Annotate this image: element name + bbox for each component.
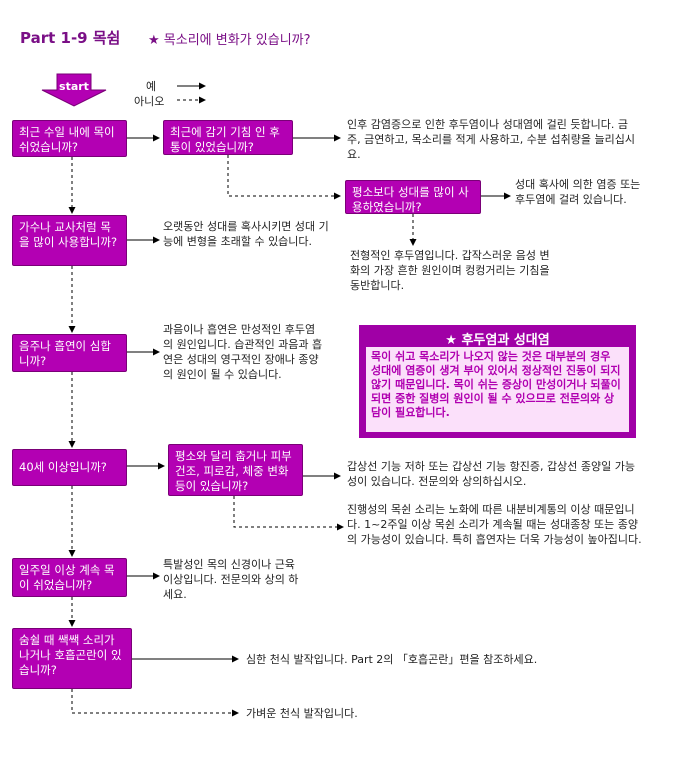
question-box-drink-smoke: 음주나 흡연이 심합니까?	[12, 334, 127, 372]
answer-aging-tumor: 진행성의 목쉰 소리는 노화에 따른 내분비계통의 이상 때문입니다. 1~2주…	[347, 503, 642, 546]
question-box-over-40: 40세 이상입니까?	[12, 449, 127, 486]
answer-nerve-muscle: 특발성인 목의 신경이나 근육 이상입니다. 전문의와 상의 하세요.	[163, 558, 299, 601]
question-box-thyroid-symptoms: 평소와 달리 춥거나 피부건조, 피로감, 체중 변화 등이 있습니까?	[168, 444, 303, 496]
answer-mild-asthma: 가벼운 천식 발작입니다.	[246, 707, 358, 720]
info-box-title: ★ 후두염과 성대염	[445, 333, 550, 348]
page-title: Part 1-9 목쉼	[20, 29, 121, 47]
legend-no-label: 아니오	[134, 95, 165, 108]
question-box-voice-overuse: 평소보다 성대를 많이 사용하였습니까?	[345, 180, 481, 214]
answer-thyroid: 갑상선 기능 저하 또는 갑상선 기능 항진증, 갑상선 종양일 가능성이 있습…	[347, 460, 635, 488]
answer-vocal-strain: 성대 혹사에 의한 염증 또는 후두염에 걸려 있습니다.	[515, 178, 641, 206]
question-box-recent-hoarse: 최근 수일 내에 목이 쉬었습니까?	[12, 120, 127, 157]
start-arrow	[41, 73, 107, 107]
answer-drink-smoke: 과음이나 흡연은 만성적인 후두염의 원인입니다. 습관적인 과음과 흡연은 성…	[163, 323, 323, 381]
start-label: start	[59, 80, 89, 93]
question-box-singer-teacher: 가수나 교사처럼 목을 많이 사용합니까?	[12, 215, 127, 266]
answer-severe-asthma: 심한 천식 발작입니다. Part 2의 「호흡곤란」편을 참조하세요.	[246, 653, 538, 666]
answer-laryngitis-infection: 인후 감염증으로 인한 후두염이나 성대염에 걸린 듯합니다. 금주, 금연하고…	[347, 118, 635, 161]
page-subtitle: ★ 목소리에 변화가 있습니까?	[148, 33, 311, 48]
answer-typical-laryngitis: 전형적인 후두염입니다. 갑작스러운 음성 변화의 가장 흔한 원인이며 컹컹거…	[350, 249, 550, 292]
question-box-wheezing: 숨쉴 때 쌕쌕 소리가 나거나 호흡곤란이 있습니까?	[12, 628, 132, 689]
info-box-laryngitis: ★ 후두염과 성대염 목이 쉬고 목소리가 나오지 않는 것은 대부분의 경우 …	[359, 325, 636, 438]
info-box-body: 목이 쉬고 목소리가 나오지 않는 것은 대부분의 경우 성대에 염증이 생겨 …	[366, 347, 629, 432]
legend-yes-label: 예	[146, 80, 157, 93]
answer-long-overuse: 오랫동안 성대를 혹사시키면 성대 기능에 변형을 초래할 수 있습니다.	[163, 220, 329, 248]
question-box-cold-cough: 최근에 감기 기침 인 후통이 있었습니까?	[163, 120, 293, 155]
question-box-week-hoarse: 일주일 이상 계속 목이 쉬었습니까?	[12, 558, 127, 597]
